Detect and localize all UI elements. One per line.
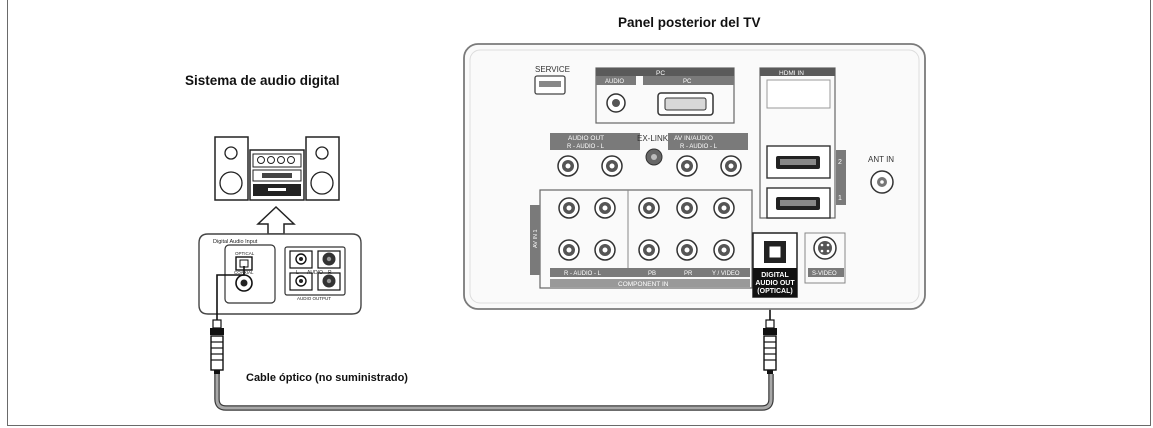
diagram-frame — [7, 0, 1151, 426]
digital-audio-out-line3: (OPTICAL) — [757, 288, 792, 295]
service-label: SERVICE — [535, 65, 570, 74]
audio-system-rear-panel: Digital Audio Input OPTICAL COAXIAL L AU… — [198, 233, 362, 315]
component-pb-label: PB — [648, 271, 656, 277]
component-audio-label: R - AUDIO - L — [564, 271, 602, 277]
ex-link-label: EX-LINK — [637, 134, 669, 143]
hdmi-in-label: HDMI IN — [779, 70, 804, 77]
av-in-1-label: AV IN 1 — [533, 229, 539, 248]
cable-label: Cable óptico (no suministrado) — [246, 372, 408, 384]
audio-system-heading: Sistema de audio digital — [185, 73, 340, 88]
arrow-up-icon — [256, 205, 296, 235]
component-in-label: COMPONENT IN — [618, 281, 669, 288]
component-pr-label: PR — [684, 271, 693, 277]
audio-out-audio-label: AUDIO — [307, 270, 323, 276]
pc-header-label: PC — [656, 70, 665, 77]
pc-audio-label: AUDIO — [605, 79, 624, 85]
optical-cable — [210, 262, 777, 411]
s-video-label: S-VIDEO — [812, 271, 837, 277]
audio-output-label: AUDIO OUTPUT — [297, 296, 331, 301]
optical-label: OPTICAL — [235, 251, 255, 256]
ant-in-label: ANT IN — [868, 155, 894, 164]
pc-video-label: PC — [683, 79, 692, 85]
digital-audio-out-line1: DIGITAL — [761, 272, 789, 279]
audio-out-l-label: L — [296, 270, 299, 276]
audio-out-label: AUDIO OUT — [568, 135, 604, 142]
audio-out-sub-label: R - AUDIO - L — [567, 144, 605, 150]
digital-audio-out-line2: AUDIO OUT — [755, 280, 795, 287]
tv-panel-heading: Panel posterior del TV — [618, 15, 761, 30]
digital-audio-input-label: Digital Audio Input — [213, 239, 258, 245]
audio-system-icon — [214, 136, 340, 201]
audio-out-r-label: R — [328, 270, 332, 276]
hdmi-2-label: 2 — [838, 159, 842, 166]
component-y-label: Y / VIDEO — [712, 271, 740, 277]
hdmi-1-label: 1 — [838, 195, 842, 202]
av-in-audio-sub-label: R - AUDIO - L — [680, 144, 718, 150]
tv-rear-panel: SERVICE PC AUDIO PC HDMI IN 2 1 ANT IN — [463, 43, 926, 310]
av-in-audio-label: AV IN/AUDIO — [674, 135, 713, 142]
